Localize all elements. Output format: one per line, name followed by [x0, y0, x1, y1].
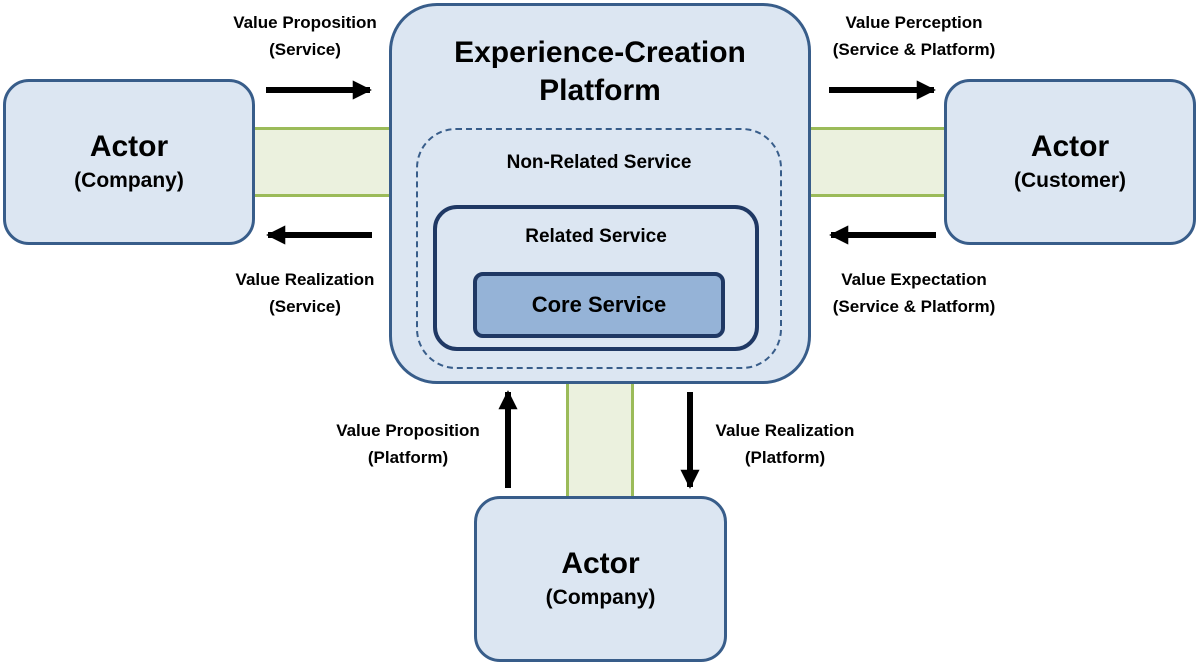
actor-title: Actor	[89, 130, 169, 163]
actor-subtitle: (Company)	[545, 586, 656, 609]
label-value-perception: Value Perception (Service & Platform)	[812, 9, 1016, 63]
actor-title: Actor	[561, 547, 640, 580]
label-line: (Platform)	[367, 448, 449, 467]
platform-title: Experience-Creation Platform	[392, 34, 808, 110]
label-line: (Service)	[269, 40, 341, 59]
label-value-proposition-service: Value Proposition (Service)	[210, 9, 400, 63]
related-service-box: Related Service	[433, 205, 759, 351]
label-line: (Service & Platform)	[832, 297, 996, 316]
label-line: Value Proposition	[233, 13, 377, 32]
label-value-realization-service: Value Realization (Service)	[210, 266, 400, 320]
platform-title-line2: Platform	[539, 74, 661, 107]
label-value-realization-platform: Value Realization (Platform)	[695, 417, 875, 471]
platform-title-line1: Experience-Creation	[454, 36, 746, 69]
connector-band-bottom	[566, 375, 634, 505]
label-value-proposition-platform: Value Proposition (Platform)	[318, 417, 498, 471]
actor-customer-right: Actor (Customer)	[944, 79, 1196, 245]
actor-company-left: Actor (Company)	[3, 79, 255, 245]
label-value-expectation: Value Expectation (Service & Platform)	[812, 266, 1016, 320]
label-line: (Platform)	[744, 448, 826, 467]
non-related-service-label: Non-Related Service	[506, 152, 692, 173]
actor-company-bottom: Actor (Company)	[474, 496, 727, 662]
label-line: Value Realization	[235, 270, 375, 289]
actor-subtitle: (Company)	[74, 169, 184, 192]
related-service-label: Related Service	[525, 226, 667, 247]
non-related-service-boundary: Non-Related Service	[416, 128, 782, 369]
label-line: Value Realization	[715, 421, 855, 440]
connector-band-left	[250, 127, 400, 197]
label-line: Value Perception	[845, 13, 983, 32]
connector-band-right	[800, 127, 950, 197]
actor-subtitle: (Customer)	[1013, 169, 1126, 192]
label-line: (Service & Platform)	[832, 40, 996, 59]
core-service-box: Core Service	[473, 272, 725, 338]
label-line: Value Expectation	[841, 270, 987, 289]
label-line: (Service)	[269, 297, 341, 316]
core-service-label: Core Service	[531, 292, 667, 317]
actor-title: Actor	[1030, 130, 1110, 163]
label-line: Value Proposition	[336, 421, 480, 440]
